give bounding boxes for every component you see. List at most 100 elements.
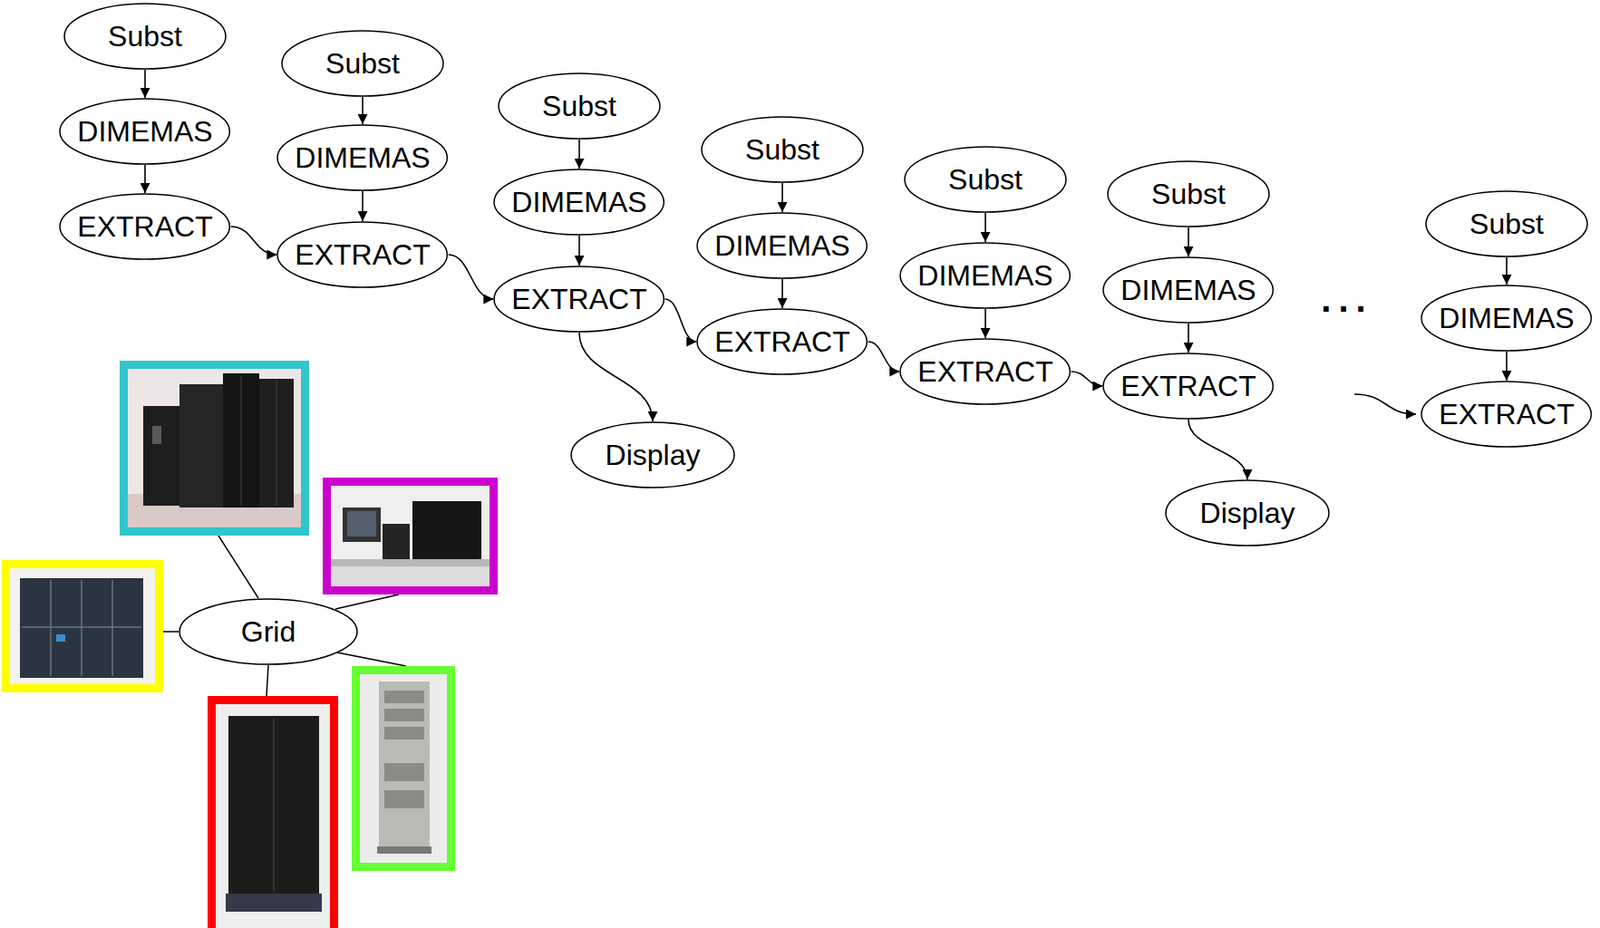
- photo-frame: [207, 696, 339, 928]
- cabinet-seam: [49, 580, 52, 677]
- rack: [228, 716, 320, 894]
- arrow-connector: [1188, 419, 1248, 480]
- desk: [330, 559, 490, 567]
- ellipse-shape: [59, 98, 230, 165]
- ellipse-shape: [1425, 191, 1588, 257]
- grid-link: [218, 535, 259, 599]
- arrow-connector: [579, 332, 653, 422]
- ellipse-shape: [179, 599, 358, 665]
- grid-link: [335, 594, 399, 610]
- node-label: EXTRACT: [1438, 399, 1574, 429]
- arrow-connector: [1071, 371, 1104, 387]
- process-ellipse: DIMEMAS: [493, 168, 665, 236]
- arrow-connector: [144, 164, 146, 194]
- rack-base: [377, 846, 432, 854]
- arrow-connector: [868, 341, 901, 372]
- rack-panel: [152, 426, 162, 445]
- arrow-connector: [1505, 351, 1508, 381]
- ellipse-shape: [1107, 161, 1270, 227]
- ellipse-shape: [697, 213, 867, 279]
- node-label: EXTRACT: [294, 240, 430, 270]
- arrow-connector: [144, 69, 146, 98]
- ellipse-shape: [277, 125, 447, 191]
- process-ellipse: Subst: [1106, 160, 1271, 228]
- rack-drawer: [384, 708, 425, 722]
- process-ellipse: Subst: [497, 72, 661, 140]
- node-label: DIMEMAS: [714, 231, 850, 261]
- arrow-connector: [578, 139, 581, 169]
- arrow-connector: [665, 299, 698, 342]
- ellipsis-label: ...: [1320, 281, 1373, 318]
- arrow-connector: [984, 309, 987, 339]
- ellipse-shape: [900, 242, 1070, 309]
- grid-link: [266, 665, 269, 697]
- process-ellipse: Subst: [700, 116, 864, 184]
- process-ellipse: EXTRACT: [58, 193, 231, 261]
- process-ellipse: DIMEMAS: [58, 97, 231, 165]
- node-label: DIMEMAS: [511, 187, 647, 217]
- process-ellipse: Display: [1164, 479, 1330, 547]
- rack: [143, 406, 182, 506]
- process-ellipse: EXTRACT: [696, 308, 868, 376]
- arrow-connector: [361, 191, 364, 222]
- tower: [382, 523, 410, 561]
- machine-photo: [207, 696, 339, 928]
- process-ellipse: EXTRACT: [1420, 380, 1592, 448]
- ellipse-shape: [1421, 285, 1591, 351]
- node-label: Subst: [325, 48, 400, 78]
- photo-ground: [330, 485, 490, 587]
- ellipse-shape: [494, 169, 664, 235]
- process-ellipse: EXTRACT: [899, 338, 1071, 406]
- arrow-connector: [1505, 257, 1508, 285]
- arrow-connector: [231, 226, 278, 255]
- arrow-connector: [361, 96, 364, 125]
- node-label: DIMEMAS: [1120, 275, 1256, 305]
- node-label: EXTRACT: [714, 327, 850, 357]
- node-label: DIMEMAS: [1438, 303, 1574, 333]
- process-ellipse: Subst: [1425, 190, 1589, 258]
- arrow-connector: [448, 254, 495, 300]
- machine-photo: [1, 560, 164, 693]
- arrow-connector: [1187, 323, 1190, 353]
- process-ellipse: EXTRACT: [276, 221, 448, 289]
- rack-drawers: [384, 690, 425, 809]
- monitor: [342, 507, 381, 543]
- photo-frame: [1, 560, 164, 693]
- photo-frame: [119, 360, 310, 536]
- process-ellipse: Subst: [281, 29, 445, 97]
- ellipse-shape: [498, 73, 660, 139]
- rack: [259, 378, 294, 508]
- node-label: Subst: [745, 135, 820, 165]
- monitor-screen: [347, 511, 377, 537]
- cabinet-seam: [80, 580, 83, 677]
- process-ellipse: DIMEMAS: [696, 212, 868, 280]
- cabinet-seam: [111, 580, 114, 677]
- arrow-connector: [1187, 227, 1190, 257]
- process-ellipse: DIMEMAS: [899, 242, 1071, 310]
- photo-ground: [215, 704, 330, 928]
- arrow-connector: [578, 235, 581, 266]
- photo-frame: [322, 477, 498, 595]
- node-label: Display: [605, 440, 701, 470]
- photo-ground: [359, 674, 447, 864]
- ellipse-shape: [59, 193, 230, 260]
- node-label: EXTRACT: [511, 284, 647, 314]
- process-ellipse: Subst: [63, 2, 227, 70]
- rack: [223, 373, 260, 508]
- rack-base: [225, 893, 322, 912]
- grid-link: [163, 630, 179, 633]
- photo-ground: [127, 368, 301, 528]
- node-label: Grid: [241, 617, 296, 647]
- process-ellipse: DIMEMAS: [1102, 256, 1274, 324]
- rack: [179, 384, 225, 508]
- machine-photo: [119, 360, 310, 536]
- node-label: Subst: [107, 21, 183, 51]
- ellipse-shape: [1421, 381, 1591, 447]
- ellipse-shape: [281, 30, 444, 97]
- node-label: Subst: [948, 164, 1023, 194]
- cabinet-seam: [21, 626, 142, 629]
- process-ellipse: DIMEMAS: [1420, 284, 1592, 352]
- rack-seam: [272, 717, 275, 893]
- rack: [378, 681, 430, 847]
